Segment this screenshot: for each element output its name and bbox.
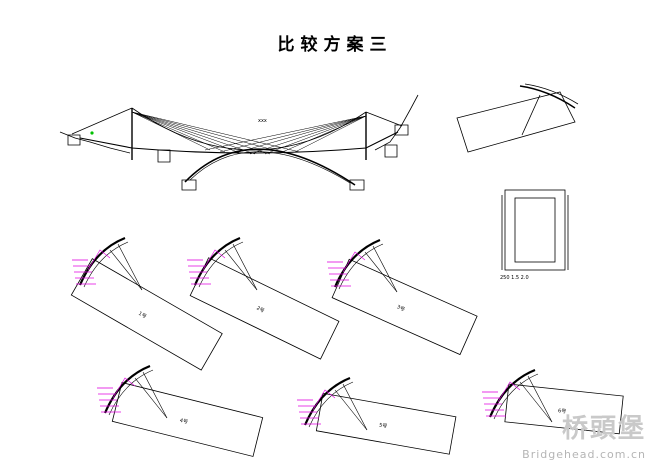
arch-foundation-right	[349, 179, 365, 191]
arch-rib	[488, 368, 536, 418]
arch-rib	[193, 236, 241, 286]
deck	[79, 131, 399, 154]
stage-label: 2号	[255, 305, 265, 314]
stage-detail-3: 3号	[327, 238, 478, 356]
arch-foundation-left	[181, 179, 197, 191]
stage-label: 3号	[396, 304, 406, 313]
page-title: 比较方案三	[277, 35, 393, 55]
stage-detail-2: 2号	[187, 236, 340, 360]
terrain-right	[374, 94, 419, 151]
stage-detail-6: 6号	[482, 368, 624, 435]
arch-rib	[303, 376, 351, 426]
arch-rib	[78, 236, 126, 286]
stage-detail-4: 4号	[97, 364, 264, 457]
stage-block	[331, 258, 478, 356]
stage-block	[70, 258, 223, 371]
terrain-left	[59, 131, 131, 154]
detail-section	[501, 189, 569, 271]
watermark-logo: 桥頭堡	[561, 414, 646, 444]
left-abutment	[67, 134, 81, 146]
stage-block	[504, 383, 624, 435]
right-abutment	[394, 124, 409, 136]
stage-block	[315, 392, 457, 455]
bridge-elevation: xxx	[59, 94, 419, 191]
stage-label: 5号	[378, 422, 387, 429]
stage-label: 1号	[137, 311, 147, 320]
detail-top-right	[456, 83, 579, 153]
stage-block	[111, 382, 264, 457]
arch-rib	[103, 364, 151, 414]
stage-label: 6号	[558, 408, 567, 415]
survey-marker	[90, 131, 94, 135]
main-arch	[184, 148, 356, 186]
arch-rib	[333, 238, 381, 288]
section-dimension-label: 250 1.5 2.0	[500, 275, 529, 281]
stage-detail-1: 1号	[70, 236, 223, 371]
construction-stages: 1号 2号 3号 4号 5号 6号	[70, 236, 624, 457]
watermark-site: Bridgehead.com.cn	[522, 448, 646, 461]
main-span-label: xxx	[258, 118, 267, 124]
stage-detail-5: 5号	[297, 376, 457, 455]
stay-cables	[131, 111, 367, 155]
stage-label: 4号	[179, 418, 188, 426]
